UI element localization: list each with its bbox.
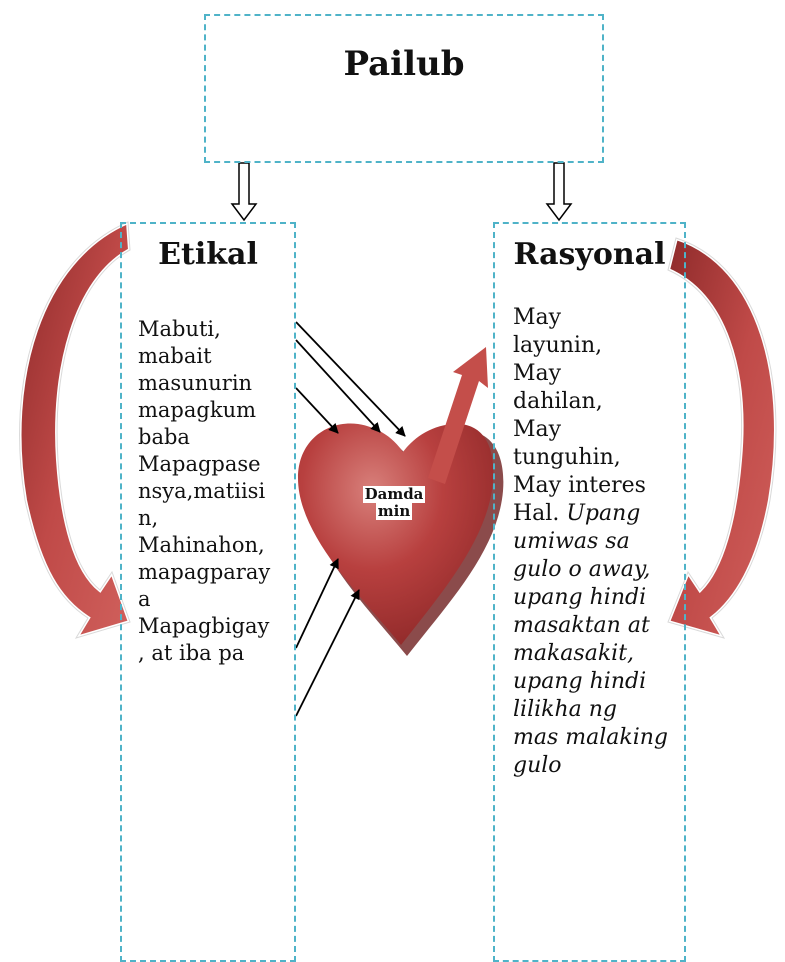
etikal-line: n, (138, 505, 294, 532)
rasyonal-example-line: umiwas sa (513, 528, 683, 556)
rasyonal-example-line: masaktan at (513, 612, 683, 640)
rasyonal-line: May (513, 416, 683, 444)
heart-label: Damda min (362, 486, 426, 520)
etikal-title: Etikal (120, 237, 296, 272)
arrow-in-1 (296, 322, 405, 436)
heart-label-line2: min (376, 503, 412, 520)
etikal-line: masunurin (138, 370, 294, 397)
down-arrow-right (547, 163, 571, 220)
rasyonal-example-line: upang hindi (513, 668, 683, 696)
arrow-in-5 (296, 590, 359, 716)
example-prefix: Hal. (513, 501, 566, 526)
rasyonal-line: tunguhin, (513, 444, 683, 472)
etikal-line: Mapagbigay (138, 613, 294, 640)
etikal-line: Mapagpase (138, 451, 294, 478)
pailub-box (204, 14, 604, 163)
etikal-line: , at iba pa (138, 640, 294, 667)
rasyonal-example-line: gulo (513, 752, 683, 780)
rasyonal-example-line: lilikha ng (513, 696, 683, 724)
rasyonal-line: dahilan, (513, 388, 683, 416)
heart-shape (298, 423, 493, 645)
rasyonal-line: May (513, 304, 683, 332)
heart-label-line1: Damda (363, 486, 426, 503)
rasyonal-line: May (513, 360, 683, 388)
etikal-line: mabait (138, 343, 294, 370)
rasyonal-line: May interes (513, 472, 683, 500)
pailub-title: Pailub (204, 44, 604, 84)
etikal-line: a (138, 586, 294, 613)
rasyonal-example-line: mas malaking (513, 724, 683, 752)
example-text: Upang (566, 501, 640, 526)
etikal-line: mapagparay (138, 559, 294, 586)
rasyonal-example-line: makasakit, (513, 640, 683, 668)
arrow-in-2 (296, 340, 380, 432)
etikal-list: Mabuti, mabait masunurin mapagkum baba M… (138, 316, 294, 667)
rasyonal-example-line: gulo o away, (513, 556, 683, 584)
etikal-line: baba (138, 424, 294, 451)
left-curved-arrow (20, 222, 130, 638)
rasyonal-example-line: Hal. Upang (513, 500, 683, 528)
arrow-in-3 (296, 388, 338, 433)
rasyonal-line: layunin, (513, 332, 683, 360)
rasyonal-list: May layunin, May dahilan, May tunguhin, … (513, 304, 683, 780)
rasyonal-example-line: upang hindi (513, 584, 683, 612)
etikal-line: Mabuti, (138, 316, 294, 343)
etikal-line: nsya,matiisi (138, 478, 294, 505)
etikal-line: Mahinahon, (138, 532, 294, 559)
arrow-in-4 (296, 559, 338, 648)
down-arrow-left (232, 163, 256, 220)
rasyonal-title: Rasyonal (493, 237, 686, 272)
etikal-line: mapagkum (138, 397, 294, 424)
